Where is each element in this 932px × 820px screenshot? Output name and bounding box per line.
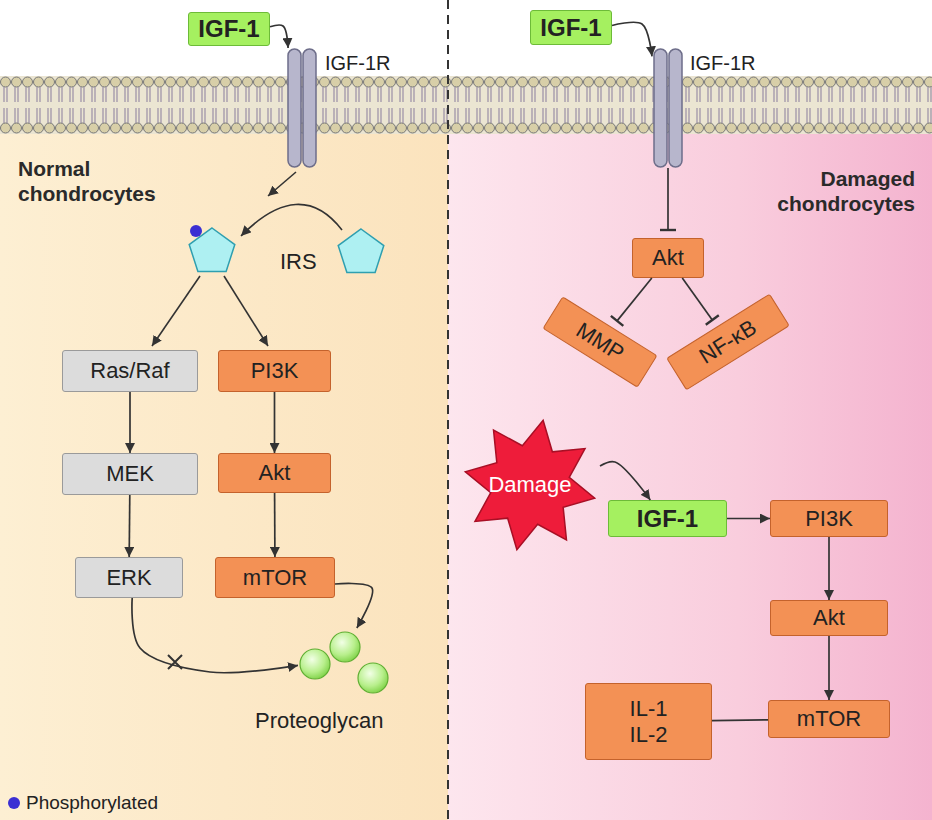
pathway-box: Akt: [218, 453, 331, 493]
node-text: IRS: [280, 249, 317, 274]
irs-shape: [336, 225, 386, 277]
ligand-box: IGF-1: [530, 10, 612, 45]
recruitment-arrow: [241, 204, 342, 236]
ligand-box: IGF-1: [188, 12, 270, 46]
receptor-chain: [288, 49, 301, 167]
pathway-box: PI3K: [770, 500, 888, 537]
node-text: IGF-1R: [690, 52, 756, 75]
activation-connector: [712, 719, 768, 721]
panel-label: Normal chondrocytes: [18, 156, 168, 206]
damaged-panel: [448, 100, 932, 820]
node-text: Akt: [652, 245, 684, 270]
pathway-box: mTOR: [768, 700, 890, 738]
node-text: IGF-1: [540, 14, 601, 42]
node-text: IL-1 IL-2: [623, 696, 675, 747]
pathway-box: PI3K: [218, 350, 331, 392]
branch-arrow: [224, 276, 268, 346]
pathway-box: Ras/Raf: [62, 350, 198, 392]
proteoglycan-bead: [300, 649, 330, 679]
damage-star: Damage: [460, 418, 600, 552]
node-text: NF-κB: [695, 315, 761, 369]
damage-burst: [465, 420, 594, 549]
ligand-box: IGF-1: [608, 500, 727, 537]
panel-label: Damaged chondrocytes: [735, 166, 915, 216]
node-text: Ras/Raf: [90, 358, 169, 383]
phosphate-dot: [190, 225, 202, 237]
proteoglycan-bead: [330, 632, 360, 662]
activation-connector: [129, 392, 131, 453]
node-text: mTOR: [797, 706, 861, 731]
node-text: Akt: [813, 605, 845, 630]
node-text: IGF-1R: [325, 52, 391, 75]
branch-arrow: [152, 276, 200, 346]
activation-connector: [335, 583, 373, 628]
activation-connector: [274, 493, 276, 557]
pathway-box: MEK: [62, 453, 198, 495]
receptor: IGF-1R: [652, 48, 684, 168]
normal-panel: [0, 100, 448, 820]
pathway-box: NF-κB: [666, 294, 790, 391]
node-text: PI3K: [805, 506, 853, 531]
node-text: IGF-1: [637, 505, 698, 533]
pathway-box: MMP: [542, 296, 657, 388]
receptor-shape: [286, 48, 318, 168]
inhibition-connector: [682, 278, 712, 320]
inhibition-connector: [617, 278, 652, 321]
legend-text: Phosphorylated: [26, 792, 158, 814]
node-text: IGF-1: [198, 15, 259, 43]
node-text: Akt: [259, 460, 291, 485]
irs-protein: IRS: [336, 225, 386, 277]
pathway-box: IL-1 IL-2: [585, 683, 712, 760]
activation-connector: [274, 392, 276, 453]
activation-connector: [132, 598, 298, 673]
node-text: Proteoglycan: [255, 708, 383, 733]
lipid-bilayer: [0, 76, 932, 134]
inhibition-connector: [667, 168, 669, 230]
node-text: mTOR: [243, 565, 307, 590]
node-text: Damage: [488, 472, 571, 497]
receptor-chain: [669, 49, 682, 167]
proteoglycan: Proteoglycan: [298, 628, 390, 696]
activation-connector: [270, 25, 288, 48]
proteoglycan-shape: [298, 628, 390, 696]
node-text: ERK: [106, 565, 151, 590]
activation-connector: [128, 495, 130, 557]
receptor-shape: [652, 48, 684, 168]
activation-connector: [612, 22, 652, 56]
pathway-box: ERK: [75, 557, 183, 598]
activation-connector: [828, 636, 830, 700]
membrane-band: [0, 76, 932, 134]
divider-line: [447, 0, 449, 820]
receptor-chain: [303, 49, 316, 167]
irs-pentagon: [338, 229, 384, 272]
activation-connector: [600, 462, 650, 500]
legend-entry: Phosphorylated: [8, 792, 158, 814]
pathway-box: Akt: [632, 238, 704, 278]
receptor-chain: [654, 49, 667, 167]
activation-connector: [727, 518, 770, 520]
proteoglycan-bead: [358, 663, 388, 693]
pathway-box: mTOR: [215, 557, 335, 598]
node-text: PI3K: [251, 358, 299, 383]
activation-connector: [828, 537, 830, 600]
node-text: MMP: [572, 318, 629, 367]
receptor: IGF-1R: [286, 48, 318, 168]
node-text: MEK: [106, 461, 154, 486]
block-cross: [168, 655, 182, 669]
legend-swatch: [8, 797, 20, 809]
activation-arrow: [268, 172, 296, 196]
pathway-box: Akt: [770, 600, 888, 636]
